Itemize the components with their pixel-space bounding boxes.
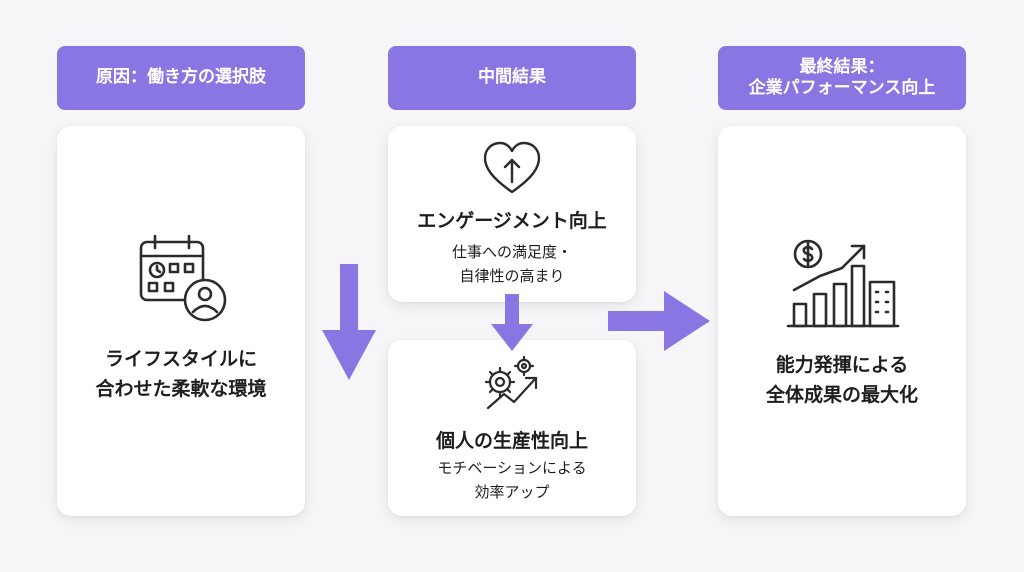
header-final-label-line1: 最終結果： [799,56,885,77]
card-productivity: 個人の生産性向上 モチベーションによる 効率アップ [388,340,636,516]
card-result-title-line2: 全体成果の最大化 [765,384,918,406]
header-intermediate-label: 中間結果 [478,67,546,88]
growth-chart-icon [786,239,900,328]
header-cause: 原因：働き方の選択肢 [57,46,305,110]
card-lifestyle-title-line1: ライフスタイルに [104,348,257,370]
calendar-person-icon [139,234,227,322]
right-arrow [608,291,710,351]
card-engagement: エンゲージメント向上 仕事への満足度・ 自律性の高まり [388,126,636,302]
card-lifestyle: ライフスタイルに 合わせた柔軟な環境 [57,126,305,516]
heart-up-arrow-icon [483,141,541,194]
header-cause-label: 原因：働き方の選択肢 [96,67,266,88]
down-arrow-left [322,264,376,380]
card-engagement-subtitle: 仕事への満足度・ 自律性の高まり [388,240,636,288]
card-result-title: 能力発揮による 全体成果の最大化 [718,350,966,410]
header-intermediate: 中間結果 [388,46,636,110]
header-final-label-line2: 企業パフォーマンス向上 [748,78,936,98]
card-productivity-subtitle: モチベーションによる 効率アップ [388,456,636,504]
card-result-title-line1: 能力発揮による [775,354,909,376]
gears-trend-icon [484,355,538,410]
down-arrow-center [491,294,533,351]
header-final: 最終結果： 企業パフォーマンス向上 [718,46,966,110]
card-productivity-subtitle-line2: 効率アップ [474,483,550,501]
card-productivity-title: 個人の生産性向上 [435,430,588,452]
card-productivity-subtitle-line1: モチベーションによる [437,459,587,477]
card-engagement-subtitle-line1: 仕事への満足度・ [451,243,572,261]
card-result: 能力発揮による 全体成果の最大化 [718,126,966,516]
card-lifestyle-title-line2: 合わせた柔軟な環境 [95,378,267,400]
card-engagement-title: エンゲージメント向上 [417,210,607,232]
card-lifestyle-title: ライフスタイルに 合わせた柔軟な環境 [57,344,305,404]
card-engagement-subtitle-line2: 自律性の高まり [459,267,565,285]
